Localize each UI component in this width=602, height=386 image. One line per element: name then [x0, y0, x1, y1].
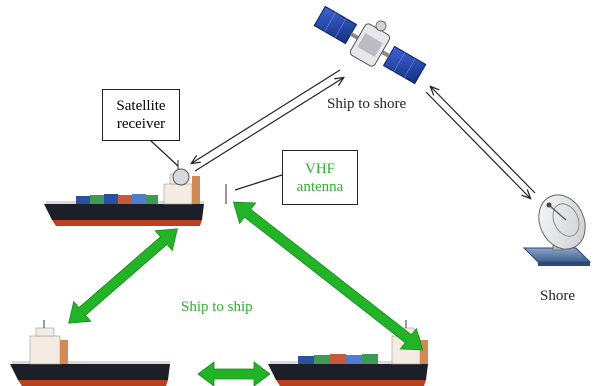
- ship-icon: [44, 160, 227, 226]
- satellite-receiver-line1: Satellite: [116, 98, 166, 114]
- ship-to-ship-arrows: [68, 201, 424, 386]
- ship-to-shore-label: Ship to shore: [327, 96, 407, 112]
- ship-to-ship-label: Ship to ship: [181, 299, 253, 315]
- satellite-receiver-callout: Satellite receiver: [102, 89, 180, 141]
- callout-leaders: [149, 139, 283, 191]
- vhf-antenna-line2: antenna: [296, 178, 344, 195]
- satellite-dish-icon: [522, 194, 592, 266]
- shore-label: Shore: [540, 288, 575, 304]
- satellite-receiver-line2: receiver: [116, 116, 166, 132]
- satellite-link-arrows: [192, 69, 536, 198]
- satellite-icon: [313, 5, 427, 85]
- ship-icon: [10, 320, 170, 386]
- vhf-antenna-line1: VHF: [304, 160, 335, 177]
- vhf-antenna-callout: VHF antenna: [282, 150, 358, 205]
